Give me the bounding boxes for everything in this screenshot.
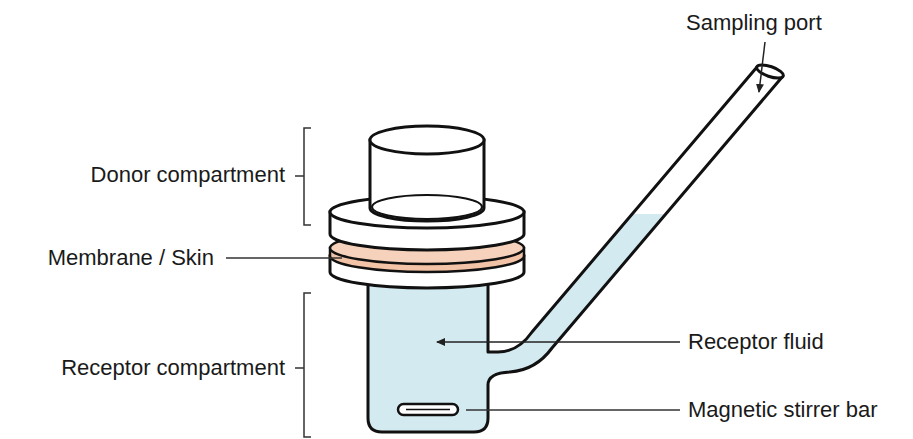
compartment-label: Receptor compartment [61, 355, 285, 381]
membrane-label: Membrane / Skin [48, 245, 214, 271]
donor-bracket [295, 128, 311, 225]
stirrer-bar [398, 404, 458, 415]
port-label: Sampling port [686, 10, 822, 36]
port-arrow [759, 42, 765, 92]
compartment-label: Donor compartment [91, 162, 285, 188]
stirrer-bar-line [406, 409, 450, 411]
stirrer-label: Magnetic stirrer bar [688, 397, 878, 423]
port-opening [755, 62, 785, 81]
fluid-arrow [437, 341, 680, 343]
fluid-label: Receptor fluid [688, 329, 824, 355]
donor-top-rim [370, 126, 484, 154]
stirrer-leader [466, 409, 680, 411]
donor-inner-bottom [372, 195, 482, 219]
receptor-bracket [295, 293, 311, 437]
membrane-leader [226, 257, 342, 259]
